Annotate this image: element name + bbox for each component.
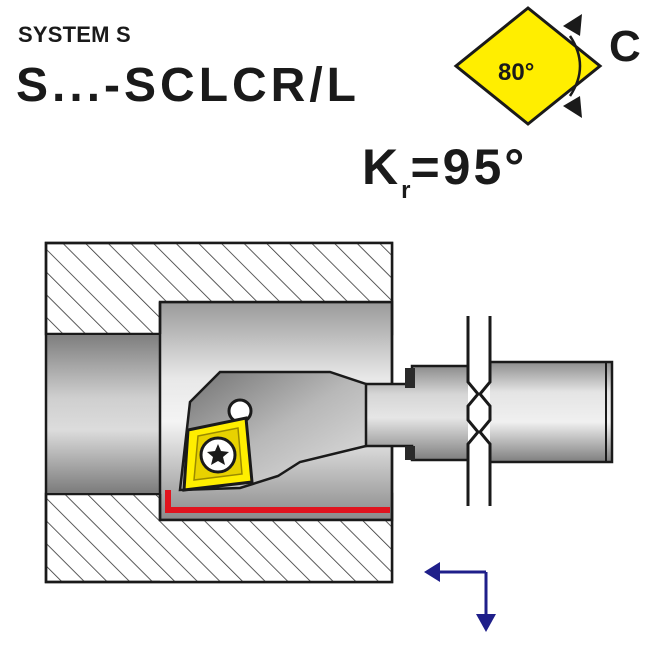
lead-angle-symbol: K (362, 139, 402, 195)
insert-angle-label: 80° (498, 59, 534, 86)
break-gap (468, 316, 490, 506)
insert-shape-letter: C (609, 22, 641, 71)
lead-angle-label: Kr=95° (362, 138, 527, 205)
tool-code-title: S...-SCLCR/L (16, 59, 360, 112)
boring-bar (178, 316, 614, 506)
prebore (45, 333, 161, 495)
feed-direction-arrows (424, 562, 496, 632)
machined-surface-line (165, 490, 390, 513)
angle-arrow-top-icon (563, 14, 582, 36)
lead-angle-value: =95° (410, 139, 528, 195)
boring-bar-shank (484, 360, 614, 464)
system-label: SYSTEM S (18, 22, 131, 47)
insert-shape-symbol: 80° (453, 6, 603, 126)
angle-arrow-bottom-icon (563, 96, 582, 118)
lead-angle-subscript: r (401, 177, 411, 204)
angle-arc (568, 35, 582, 97)
